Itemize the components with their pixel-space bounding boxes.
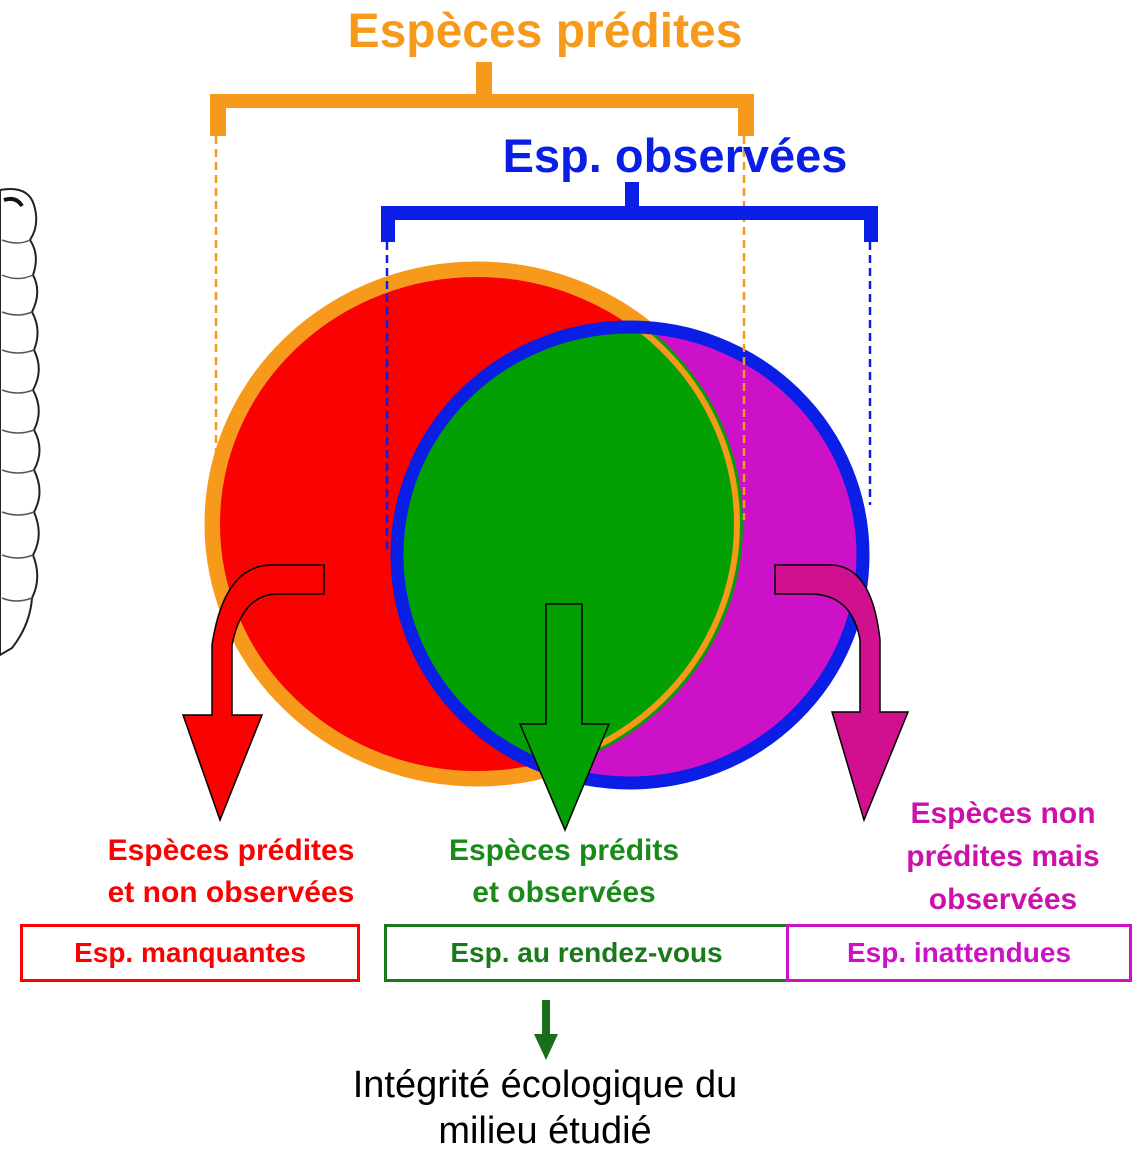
missing-arrow bbox=[181, 564, 325, 823]
shared-line1: Espèces prédits bbox=[448, 834, 680, 867]
conclusion-line1: Intégrité écologique du bbox=[352, 1064, 738, 1106]
predicted-circle-outline bbox=[214, 271, 740, 777]
unexpected-line3: observées bbox=[928, 883, 1078, 916]
missing-species-box: Esp. manquantes bbox=[20, 924, 360, 982]
predicted-species-title: Espèces prédites bbox=[347, 5, 743, 58]
shared-line2: et observées bbox=[472, 876, 656, 909]
unexpected-line2: prédites mais bbox=[906, 840, 1100, 873]
conclusion-line2: milieu étudié bbox=[438, 1110, 652, 1152]
shared-species-box: Esp. au rendez-vous bbox=[384, 924, 789, 982]
shared-description: Espèces prédits et observées bbox=[406, 830, 722, 914]
unexpected-species-box: Esp. inattendues bbox=[786, 924, 1132, 982]
predicted-guide-lines bbox=[214, 136, 746, 520]
missing-line1: Espèces prédites bbox=[107, 834, 355, 867]
unexpected-arrow bbox=[774, 564, 910, 823]
observed-species-title: Esp. observées bbox=[502, 129, 848, 182]
conclusion-text: Intégrité écologique du milieu étudié bbox=[280, 1062, 810, 1154]
missing-description: Espèces prédites et non observées bbox=[70, 830, 392, 914]
circles bbox=[204, 261, 870, 790]
unexpected-description: Espèces non prédites mais observées bbox=[872, 792, 1133, 921]
missing-line2: et non observées bbox=[107, 876, 355, 909]
conclusion-arrow bbox=[534, 1000, 558, 1060]
observed-bracket bbox=[381, 182, 878, 242]
shared-arrow bbox=[518, 603, 611, 832]
observed-circle-outline bbox=[390, 320, 870, 790]
larva-sketch-icon bbox=[0, 188, 41, 657]
intersection-region bbox=[397, 327, 743, 780]
observed-guide-lines bbox=[385, 242, 872, 552]
unexpected-line1: Espèces non bbox=[910, 797, 1096, 830]
predicted-bracket bbox=[210, 62, 754, 136]
